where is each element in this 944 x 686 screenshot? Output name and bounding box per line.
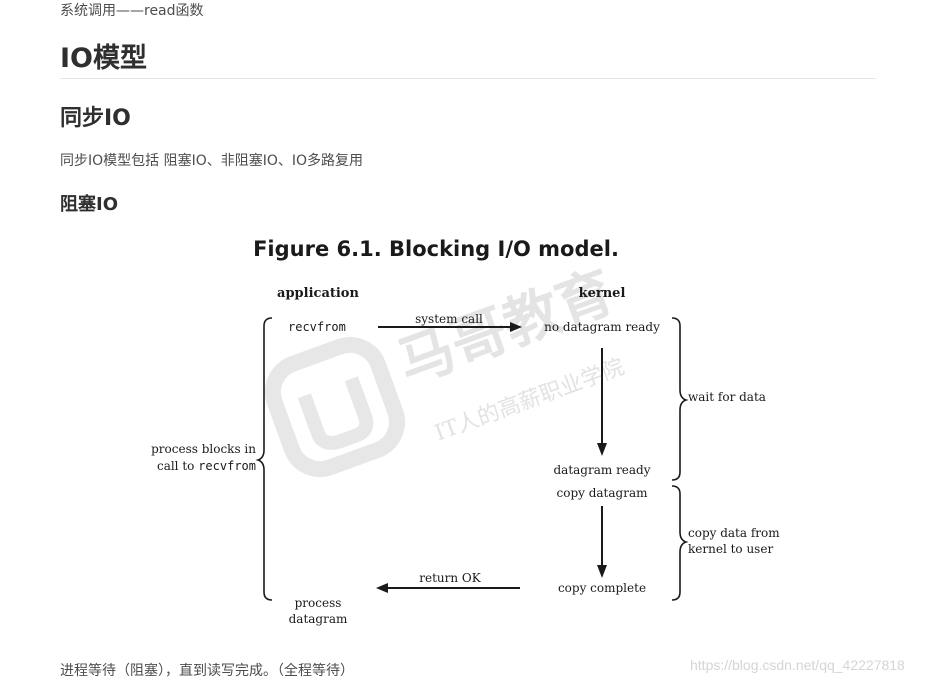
arrowhead-copy-down <box>597 565 607 578</box>
label-copy-data-1: copy data from <box>688 526 780 540</box>
label-no-datagram-ready: no datagram ready <box>544 320 660 334</box>
label-copy-complete: copy complete <box>558 581 646 595</box>
paragraph-sync-io-types: 同步IO模型包括 阻塞IO、非阻塞IO、IO多路复用 <box>60 153 364 169</box>
arrowhead-return-ok <box>376 583 388 593</box>
brace-process-blocks <box>255 317 273 601</box>
heading-sync-io: 同步IO <box>60 106 131 131</box>
breadcrumb-text: 系统调用——read函数 <box>60 3 204 19</box>
heading-blocking-io: 阻塞IO <box>60 194 118 215</box>
heading-divider <box>60 78 876 79</box>
label-return-ok: return OK <box>419 571 482 585</box>
heading-io-model: IO模型 <box>60 43 147 74</box>
label-kernel: kernel <box>579 286 626 301</box>
arrowhead-system-call <box>510 322 522 332</box>
brace-wait-for-data <box>671 317 689 481</box>
label-datagram-ready: datagram ready <box>553 463 650 477</box>
watermark-url: https://blog.csdn.net/qq_42227818 <box>690 657 905 673</box>
label-recvfrom: recvfrom <box>288 320 346 334</box>
label-copy-data-2: kernel to user <box>688 542 773 556</box>
label-process-datagram-2: datagram <box>289 612 348 626</box>
watermark-logo <box>264 336 406 478</box>
label-copy-datagram: copy datagram <box>557 486 649 500</box>
label-process-datagram-1: process <box>295 596 342 610</box>
arrowhead-wait-down <box>597 443 607 456</box>
label-process-blocks-1: process blocks in <box>151 442 256 456</box>
label-process-blocks-2: call to recvfrom <box>157 459 256 473</box>
label-application: application <box>277 286 359 301</box>
label-system-call: system call <box>415 312 483 326</box>
paragraph-blocking-explain: 进程等待（阻塞），直到读写完成。（全程等待） <box>60 663 354 679</box>
label-wait-for-data: wait for data <box>688 390 766 404</box>
brace-copy-data <box>671 485 689 601</box>
blocking-io-diagram: 马哥教育 IT人的高薪职业学院 Figure 6.1. Blocking I/O… <box>151 237 780 626</box>
figure-title: Figure 6.1. Blocking I/O model. <box>253 237 619 261</box>
